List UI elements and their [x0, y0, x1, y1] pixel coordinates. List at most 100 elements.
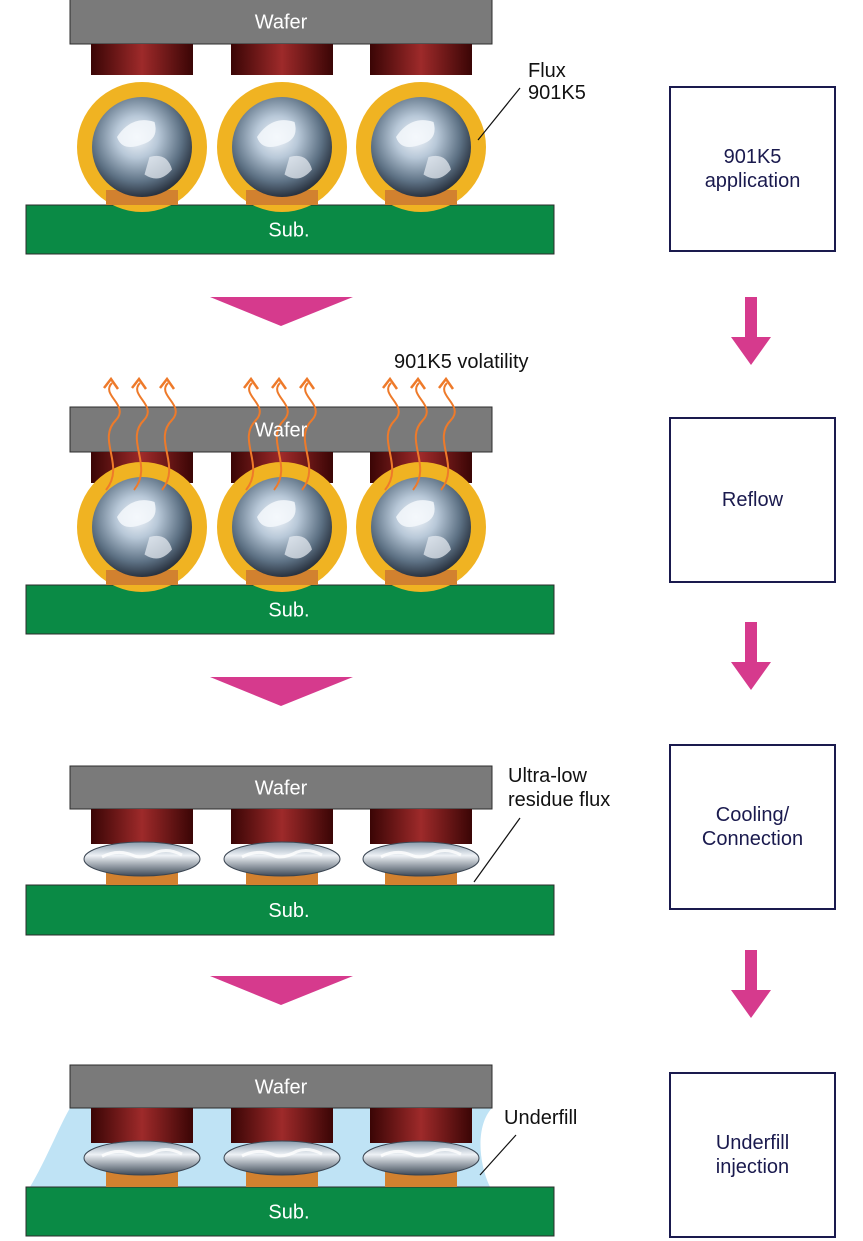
- step-box-cooling: Cooling/ Connection: [669, 744, 836, 910]
- ball-highlight: [284, 535, 312, 559]
- bump-highlight: [241, 849, 323, 859]
- underfill-leader-line: [479, 1134, 517, 1176]
- copper-pillar: [231, 809, 333, 844]
- solder-ball: [371, 477, 471, 577]
- ultra-low-leader-line: [473, 817, 521, 883]
- ball-highlight: [423, 155, 451, 179]
- wafer: [69, 406, 493, 453]
- ball-highlight: [144, 535, 172, 559]
- step-box-underfill: Underfill injection: [669, 1072, 836, 1238]
- volatility-arrowhead: [131, 376, 148, 390]
- volatility-label: 901K5 volatility: [394, 351, 529, 373]
- step-label-underfill: Underfill injection: [715, 1132, 790, 1178]
- solder-ball: [232, 97, 332, 197]
- bump-1: [83, 1108, 201, 1187]
- flux-leader-line: [477, 87, 521, 141]
- ball-highlight: [144, 155, 172, 179]
- bump-highlight: [380, 849, 462, 859]
- substrate-pad: [385, 190, 457, 205]
- volatility-arrow: [273, 382, 289, 491]
- substrate-label: Sub.: [268, 900, 309, 922]
- bump-1: [77, 44, 207, 212]
- volatility-arrowhead: [271, 376, 288, 390]
- ball-highlight: [257, 500, 296, 527]
- substrate-pad: [246, 570, 318, 585]
- solder-ball: [92, 477, 192, 577]
- substrate: [25, 884, 555, 936]
- substrate-label: Sub.: [268, 600, 309, 622]
- step-arrow: [731, 297, 771, 365]
- step-label-cooling: Cooling/ Connection: [701, 804, 804, 850]
- volatility-arrowhead: [243, 376, 260, 390]
- substrate-pad: [385, 570, 457, 585]
- volatility-arrow: [440, 382, 456, 491]
- wafer-label: Wafer: [255, 778, 308, 800]
- bump-3: [356, 44, 486, 212]
- wafer: [69, 1064, 493, 1109]
- ball-highlight: [257, 120, 296, 147]
- substrate: [25, 204, 555, 255]
- step-box-application: 901K5 application: [669, 86, 836, 252]
- copper-pillar: [91, 44, 193, 75]
- ball-highlight: [396, 120, 435, 147]
- step-box-reflow: Reflow: [669, 417, 836, 583]
- solder-bump: [223, 1140, 341, 1176]
- bump-highlight: [241, 1148, 323, 1158]
- bump-3: [356, 452, 486, 592]
- solder-ball: [232, 477, 332, 577]
- bump-highlight: [101, 1148, 183, 1158]
- bump-2: [223, 809, 341, 885]
- ball-highlight: [423, 535, 451, 559]
- substrate-pad: [106, 1171, 178, 1187]
- solder-bump: [223, 841, 341, 877]
- wafer-label: Wafer: [255, 12, 308, 34]
- ball-highlight: [117, 500, 156, 527]
- volatility-arrow: [133, 382, 149, 491]
- ball-highlight: [284, 155, 312, 179]
- volatility-arrow: [245, 382, 261, 491]
- copper-pillar: [231, 44, 333, 75]
- wafer-label: Wafer: [255, 420, 308, 442]
- substrate-pad: [246, 1171, 318, 1187]
- step-arrow: [731, 622, 771, 690]
- copper-pillar: [370, 44, 472, 75]
- bump-1: [77, 452, 207, 592]
- stage-arrow-triangle: [210, 976, 353, 1005]
- copper-pillar: [370, 1108, 472, 1143]
- copper-pillar: [91, 1108, 193, 1143]
- wafer-label: Wafer: [255, 1077, 308, 1099]
- volatility-arrowhead: [159, 376, 176, 390]
- volatility-arrowhead: [299, 376, 316, 390]
- wafer: [69, 0, 493, 45]
- substrate: [25, 584, 555, 635]
- solder-bump: [362, 1140, 480, 1176]
- bump-2: [223, 1108, 341, 1187]
- wafer: [69, 765, 493, 810]
- substrate-pad: [385, 1171, 457, 1187]
- volatility-arrowhead: [410, 376, 427, 390]
- solder-bump: [83, 1140, 201, 1176]
- substrate-pad: [106, 570, 178, 585]
- bump-highlight: [101, 849, 183, 859]
- volatility-arrow: [105, 382, 121, 491]
- volatility-arrowhead: [438, 376, 455, 390]
- volatility-arrow: [384, 382, 400, 491]
- step-label-reflow: Reflow: [721, 489, 784, 511]
- copper-pillar: [231, 1108, 333, 1143]
- step-arrow: [731, 950, 771, 1018]
- substrate-pad: [246, 190, 318, 205]
- volatility-arrowhead: [382, 376, 399, 390]
- substrate: [25, 1186, 555, 1237]
- volatility-arrow: [301, 382, 317, 491]
- solder-bump: [83, 841, 201, 877]
- volatility-arrowhead: [103, 376, 120, 390]
- bump-2: [217, 44, 347, 212]
- volatility-arrow: [412, 382, 428, 491]
- solder-ball: [371, 97, 471, 197]
- stage-arrow-triangle: [210, 297, 353, 326]
- ball-highlight: [396, 500, 435, 527]
- bump-3: [362, 809, 480, 885]
